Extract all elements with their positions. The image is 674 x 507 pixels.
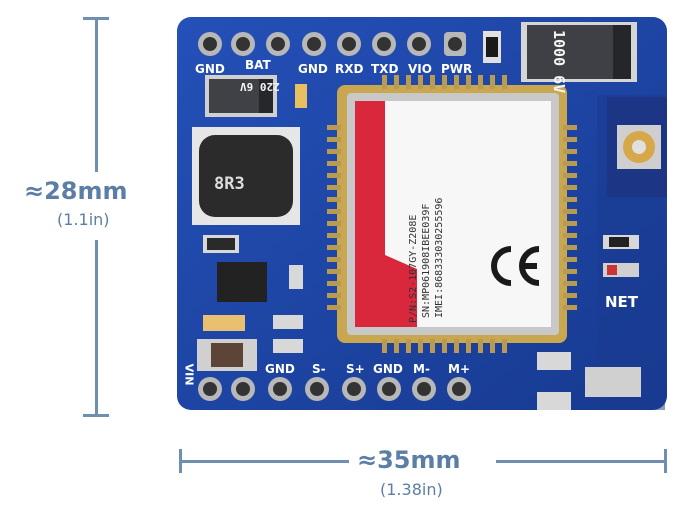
height-dimension-bottom-cap [83,414,109,417]
inductor [192,127,300,225]
big-capacitor [521,22,637,82]
bottom-pin-label: M- [413,362,430,376]
top-pin-label: GND [195,62,225,76]
width-dimension-line-right [496,460,666,463]
board-graphic [177,17,667,410]
module-imei-text: IMEI:868333030255596 [434,197,445,318]
ce-mark [491,246,540,286]
height-dimension-line-bottom [95,240,98,416]
bottom-pin-label: M+ [448,362,470,376]
height-dimension-line-top [95,17,98,172]
height-dimension-label: ≈28mm [24,177,128,205]
module-pn-text: P/N:S2-107GY-Z208E [408,214,419,323]
top-pin-label: GND [298,62,328,76]
net-label: NET [605,293,639,311]
small-capacitor [205,75,277,117]
height-dimension-sub-label: (1.1in) [57,210,110,229]
antenna-connector [607,97,667,197]
top-pin-label: BAT [245,58,271,72]
bottom-pin-label: GND [265,362,295,376]
width-dimension-line-left [179,460,349,463]
top-pin-header [198,32,466,56]
bottom-pin-label: S+ [346,362,365,376]
top-pin-label: TXD [371,62,399,76]
module-sn-text: SN:MP061908IBEE039F [421,203,432,318]
gsm-chip-module [337,85,567,343]
width-dimension-label: ≈35mm [357,446,461,474]
width-dimension-sub-label: (1.38in) [380,480,443,499]
top-pin-label: VIO [408,62,432,76]
top-pin-label: PWR [441,62,473,76]
bottom-pin-header [198,377,471,401]
gsm-module-board [177,17,667,410]
bottom-pin-label: GND [373,362,403,376]
small-capacitor-label: 220 6V [240,80,280,93]
width-dimension-right-cap [664,449,667,473]
big-capacitor-label: 1000 6V [550,30,568,94]
inductor-label: 8R3 [214,174,245,194]
vin-label: VIN [182,363,196,386]
bottom-pin-label: S- [312,362,326,376]
top-pin-label: RXD [335,62,364,76]
